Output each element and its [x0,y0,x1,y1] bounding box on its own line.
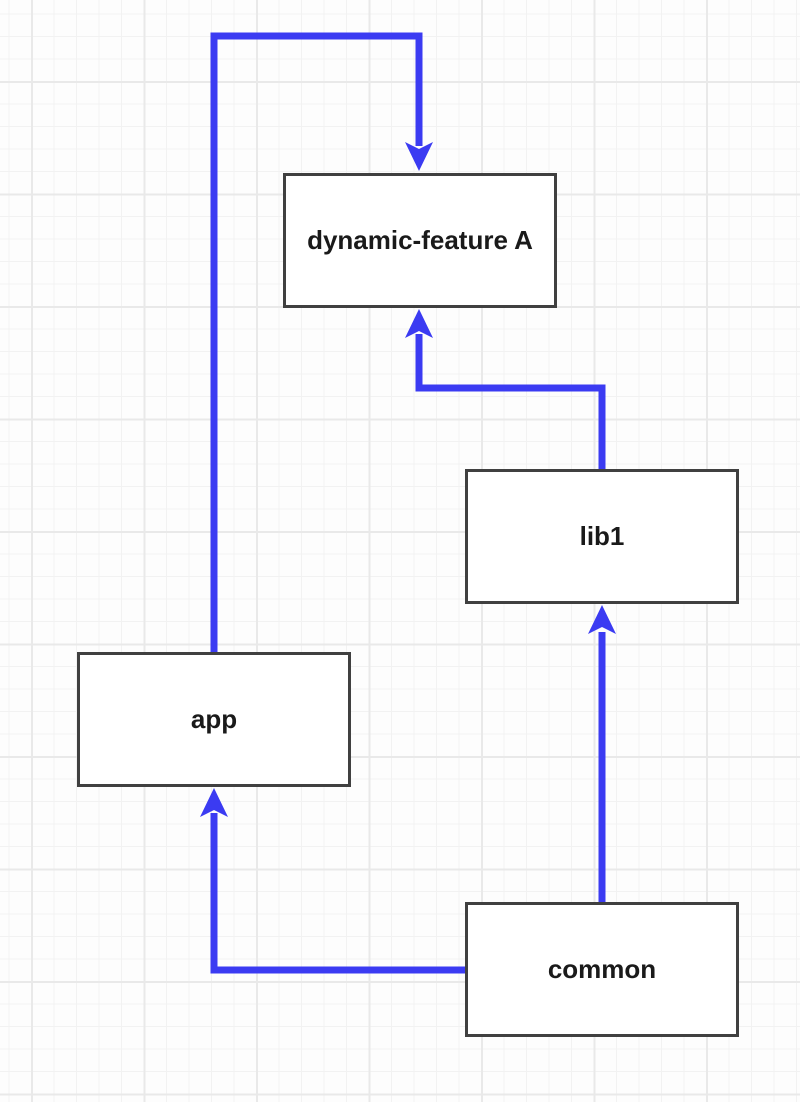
edge-lib1-to-dynamic-feature-a[interactable] [405,309,606,469]
node-label: common [547,954,657,984]
node-dynamic-feature-a[interactable]: dynamic-feature A [283,173,557,308]
arrowhead-up-icon [200,788,228,817]
node-label: lib1 [579,521,625,551]
node-common[interactable]: common [465,902,739,1037]
node-app[interactable]: app [77,652,351,787]
arrowhead-up-icon [588,605,616,634]
edge-app-to-dynamic-feature-a[interactable] [210,32,433,652]
node-label: app [190,704,238,734]
edge-line [210,813,465,974]
node-lib1[interactable]: lib1 [465,469,739,604]
edge-common-to-app[interactable] [200,788,465,974]
arrowhead-down-icon [405,142,433,171]
node-label: dynamic-feature A [307,225,533,255]
arrowhead-up-icon [405,309,433,338]
edge-common-to-lib1[interactable] [588,605,616,902]
edge-line [210,32,423,652]
edge-line [415,334,606,469]
